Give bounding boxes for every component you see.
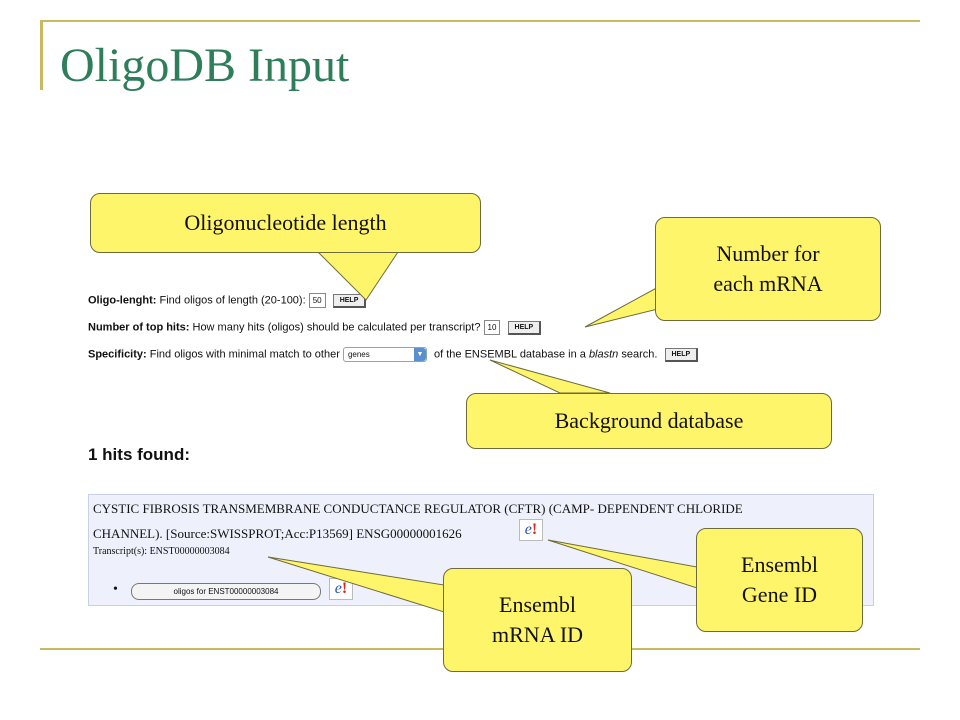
- top-hits-label: Number of top hits:: [88, 321, 190, 334]
- oligo-length-label: Oligo-lenght:: [88, 294, 157, 307]
- callout-gene-id-line2: Gene ID: [741, 582, 818, 607]
- top-hits-help-button[interactable]: HELP: [507, 320, 542, 335]
- oligo-length-pointer: [316, 251, 399, 301]
- left-rule: [40, 20, 43, 90]
- top-hits-text: How many hits (oligos) should be calcula…: [192, 321, 481, 334]
- callout-oligo-length: Oligonucleotide length: [90, 193, 481, 253]
- hits-found-heading: 1 hits found:: [88, 445, 190, 464]
- top-hits-row: Number of top hits: How many hits (oligo…: [88, 320, 542, 335]
- callout-mrna-id: Ensembl mRNA ID: [443, 568, 632, 672]
- callout-number-each-line1: Number for: [716, 241, 820, 267]
- callout-background-db-text: Background database: [554, 408, 744, 434]
- specificity-italic: blastn: [588, 348, 619, 361]
- top-hits-input[interactable]: 10: [483, 320, 501, 335]
- oligo-length-row: Oligo-lenght: Find oligos of length (20-…: [88, 293, 367, 308]
- mrna-id-pointer: [267, 556, 445, 613]
- gene-description-line1: CYSTIC FIBROSIS TRANSMEMBRANE CONDUCTANC…: [93, 501, 743, 516]
- callout-gene-id: Ensembl Gene ID: [696, 528, 863, 632]
- specificity-text-end: search.: [621, 348, 658, 361]
- oligo-length-text: Find oligos of length (20-100):: [159, 294, 306, 307]
- oligo-length-input[interactable]: 50: [308, 293, 326, 308]
- callout-mrna-id-line1: Ensembl: [499, 592, 576, 618]
- number-each-pointer: [584, 284, 663, 328]
- top-rule: [40, 20, 920, 22]
- gene-description-line2: CHANNEL). [Source:SWISSPROT;Acc:P13569] …: [93, 526, 462, 541]
- oligo-length-help-button[interactable]: HELP: [332, 293, 367, 308]
- specificity-row: Specificity: Find oligos with minimal ma…: [88, 347, 699, 362]
- callout-mrna-id-line2: mRNA ID: [491, 622, 584, 647]
- specificity-help-button[interactable]: HELP: [664, 347, 699, 362]
- callout-gene-id-line1: Ensembl: [741, 552, 818, 578]
- ensembl-e-logo-icon[interactable]: e!: [519, 519, 543, 541]
- slide-title: OligoDB Input: [60, 39, 350, 92]
- specificity-select[interactable]: genes ▼: [342, 347, 427, 362]
- background-db-pointer: [489, 359, 611, 394]
- specificity-text-after: of the ENSEMBL database in a: [434, 348, 586, 361]
- list-bullet: •: [113, 582, 118, 597]
- callout-background-db: Background database: [466, 393, 832, 449]
- dropdown-arrow-icon: ▼: [413, 348, 426, 361]
- callout-number-each: Number for each mRNA: [655, 217, 881, 321]
- callout-number-each-line2: each mRNA: [713, 271, 823, 296]
- specificity-selected-value: genes: [347, 350, 370, 359]
- callout-oligo-length-text: Oligonucleotide length: [184, 210, 387, 236]
- specificity-text: Find oligos with minimal match to other: [149, 348, 340, 361]
- specificity-label: Specificity:: [88, 348, 147, 361]
- oligos-for-transcript-button[interactable]: oligos for ENST00000003084: [131, 583, 321, 600]
- transcript-line: Transcript(s): ENST00000003084: [93, 546, 230, 557]
